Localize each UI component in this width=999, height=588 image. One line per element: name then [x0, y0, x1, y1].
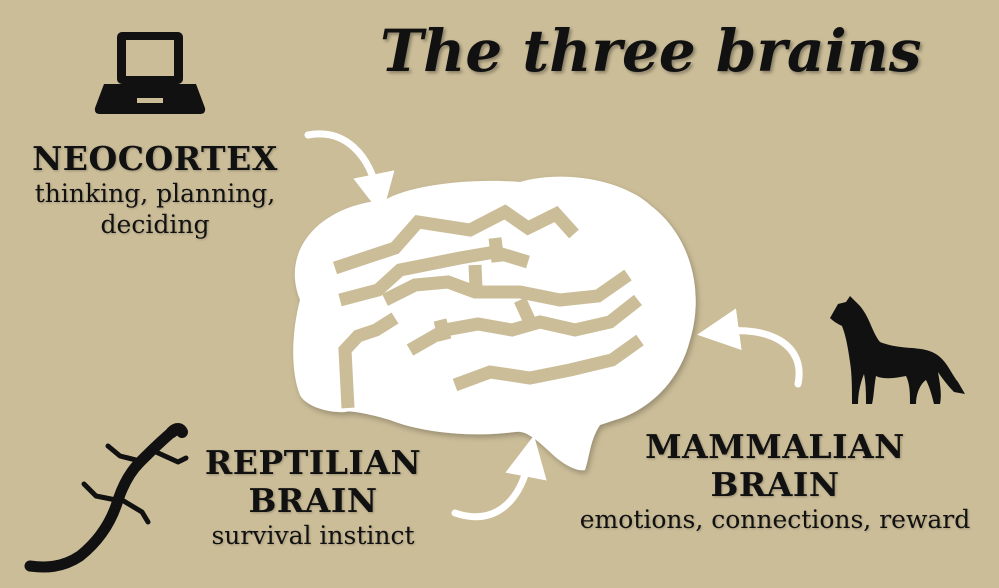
neocortex-description-line1: thinking, planning,	[34, 178, 276, 208]
mammalian-description: emotions, connections, reward	[579, 504, 971, 534]
arrow-reptilian	[451, 435, 547, 521]
mammalian-label: MAMMALIAN BRAIN emotions, connections, r…	[560, 428, 990, 535]
laptop-icon	[94, 32, 206, 114]
neocortex-title: NEOCORTEX	[32, 139, 278, 178]
arrow-neocortex	[304, 130, 395, 216]
neocortex-label: NEOCORTEX thinking, planning, deciding	[10, 140, 300, 240]
reptilian-description: survival instinct	[211, 520, 415, 550]
arrow-mammalian	[697, 308, 803, 388]
reptilian-label: REPTILIAN BRAIN survival instinct	[178, 444, 448, 551]
lizard-icon	[24, 423, 189, 573]
reptilian-title-line1: REPTILIAN	[204, 443, 422, 482]
reptilian-title-line2: BRAIN	[248, 480, 378, 520]
brain-icon	[293, 176, 696, 471]
mammalian-title-line2: BRAIN	[710, 464, 840, 504]
neocortex-description-line2: deciding	[100, 210, 210, 240]
mammalian-title-line1: MAMMALIAN	[645, 427, 905, 466]
dog-icon	[830, 296, 965, 404]
page-title: The three brains	[380, 17, 922, 85]
